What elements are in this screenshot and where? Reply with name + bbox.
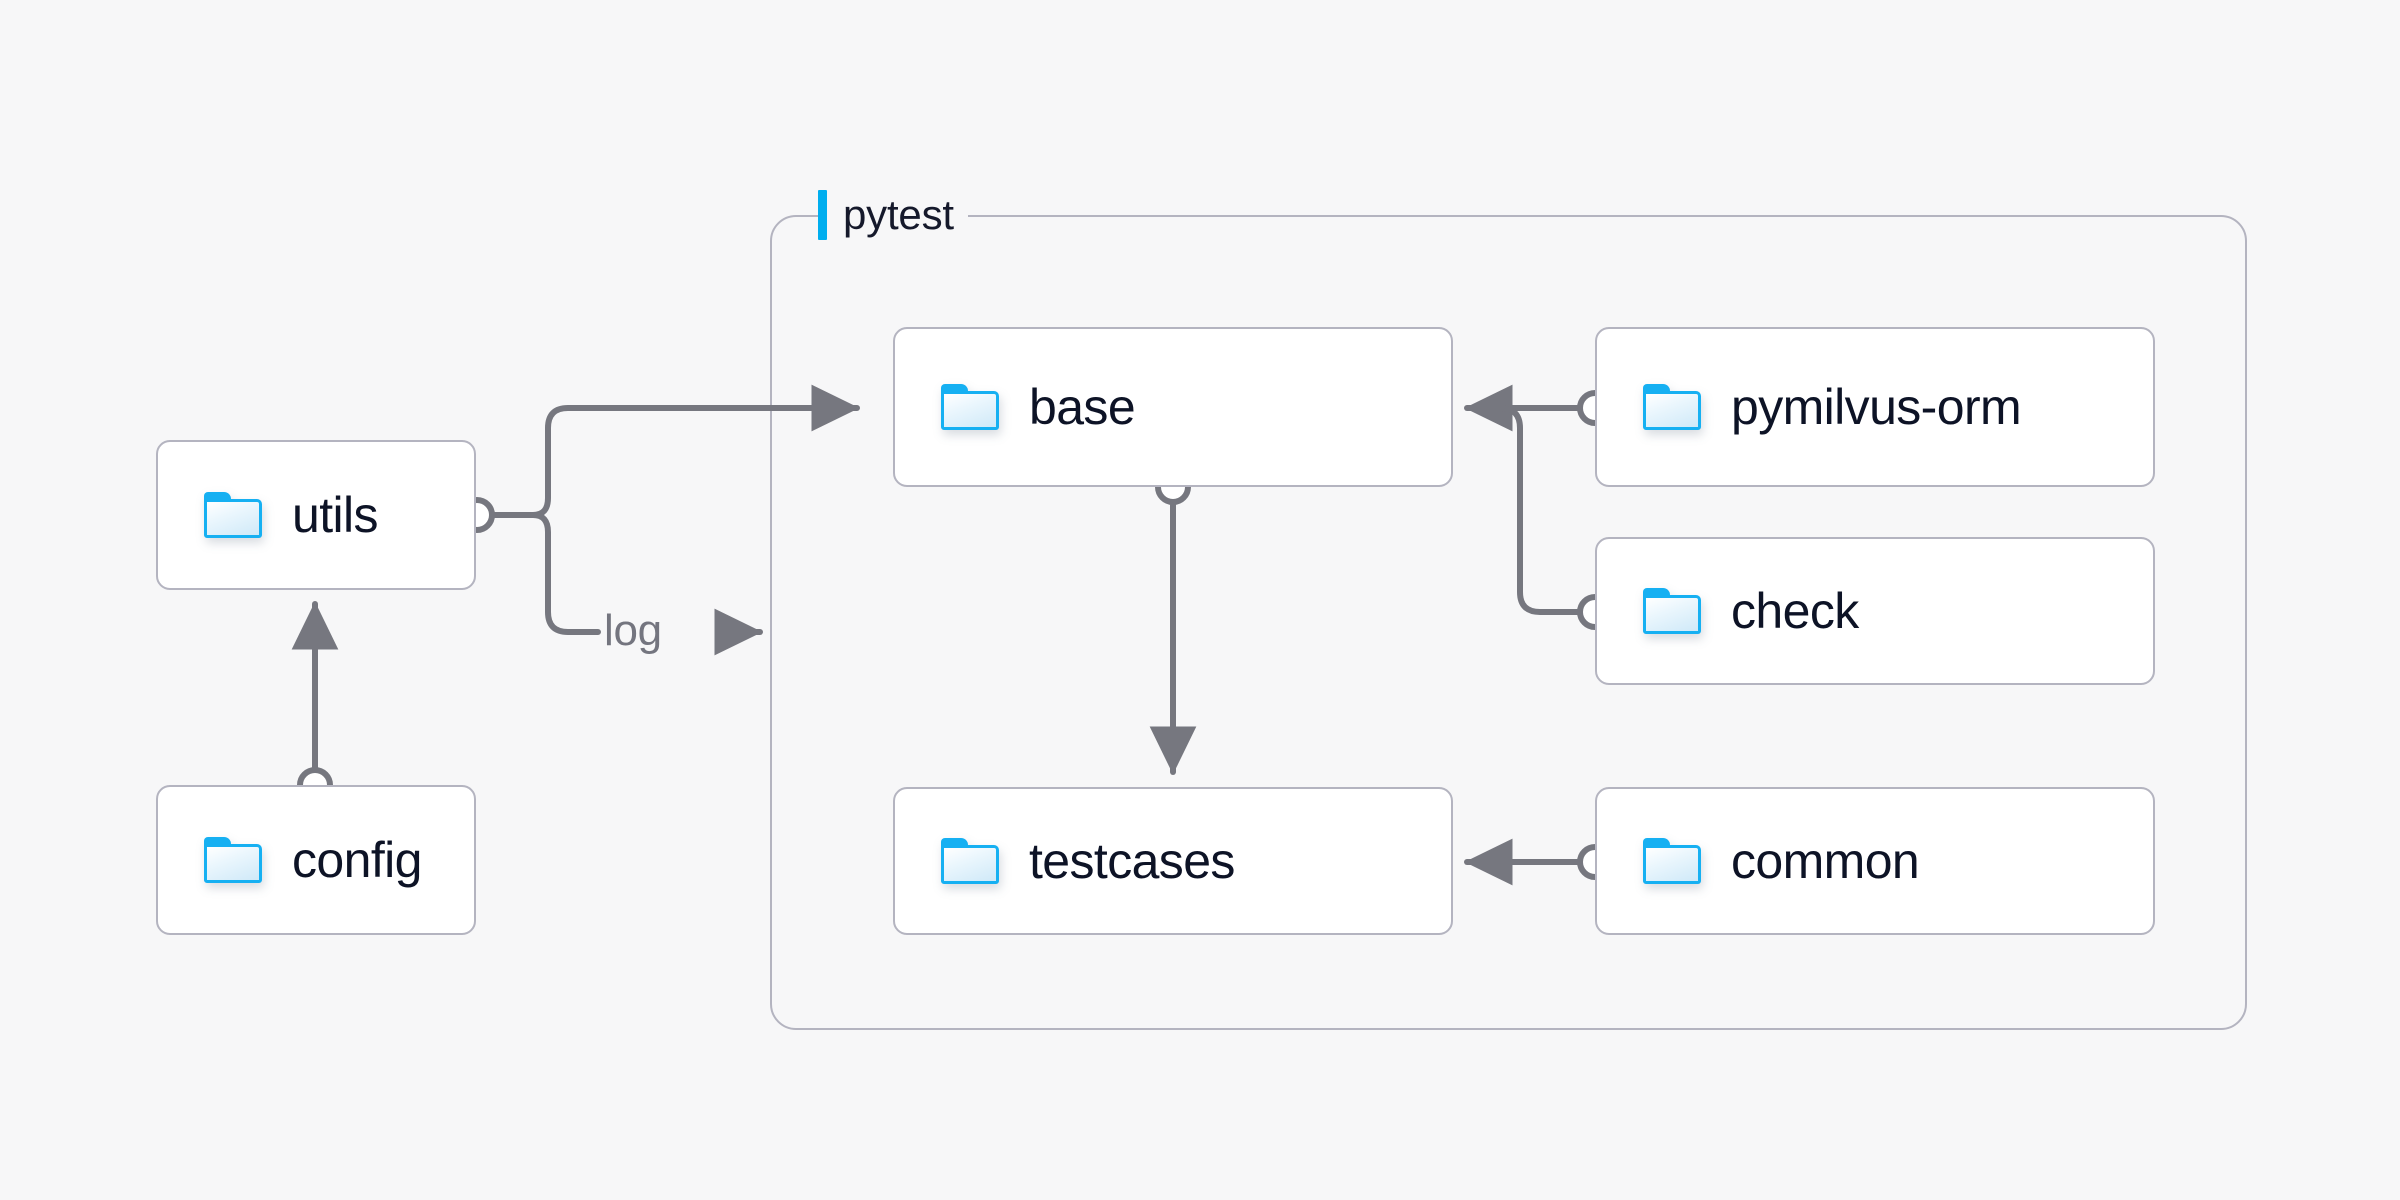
node-label: base bbox=[1029, 379, 1136, 435]
folder-icon bbox=[204, 837, 262, 883]
edge-label-log: log bbox=[604, 606, 662, 655]
folder-icon bbox=[1643, 384, 1701, 430]
node-label: config bbox=[292, 832, 422, 888]
folder-icon bbox=[941, 838, 999, 884]
wire-utils-to-base bbox=[530, 384, 860, 518]
folder-icon bbox=[1643, 838, 1701, 884]
pytest-group-title: pytest bbox=[843, 191, 954, 238]
folder-icon bbox=[941, 384, 999, 430]
wire-utils-to-log bbox=[530, 512, 601, 635]
node-label: check bbox=[1731, 583, 1859, 639]
wire-check-to-base bbox=[1467, 405, 1583, 615]
node-common[interactable]: common bbox=[1595, 787, 2155, 935]
accent-bar-icon bbox=[818, 190, 827, 240]
pytest-group-container bbox=[770, 215, 2247, 1030]
node-config[interactable]: config bbox=[156, 785, 476, 935]
node-check[interactable]: check bbox=[1595, 537, 2155, 685]
node-label: pymilvus-orm bbox=[1731, 379, 2022, 435]
node-utils[interactable]: utils bbox=[156, 440, 476, 590]
node-base[interactable]: base bbox=[893, 327, 1453, 487]
node-pymilvus-orm[interactable]: pymilvus-orm bbox=[1595, 327, 2155, 487]
node-label: common bbox=[1731, 833, 1920, 889]
node-label: utils bbox=[292, 487, 379, 543]
node-label: testcases bbox=[1029, 833, 1235, 889]
folder-icon bbox=[204, 492, 262, 538]
pytest-group-label: pytest bbox=[818, 188, 968, 242]
node-testcases[interactable]: testcases bbox=[893, 787, 1453, 935]
folder-icon bbox=[1643, 588, 1701, 634]
